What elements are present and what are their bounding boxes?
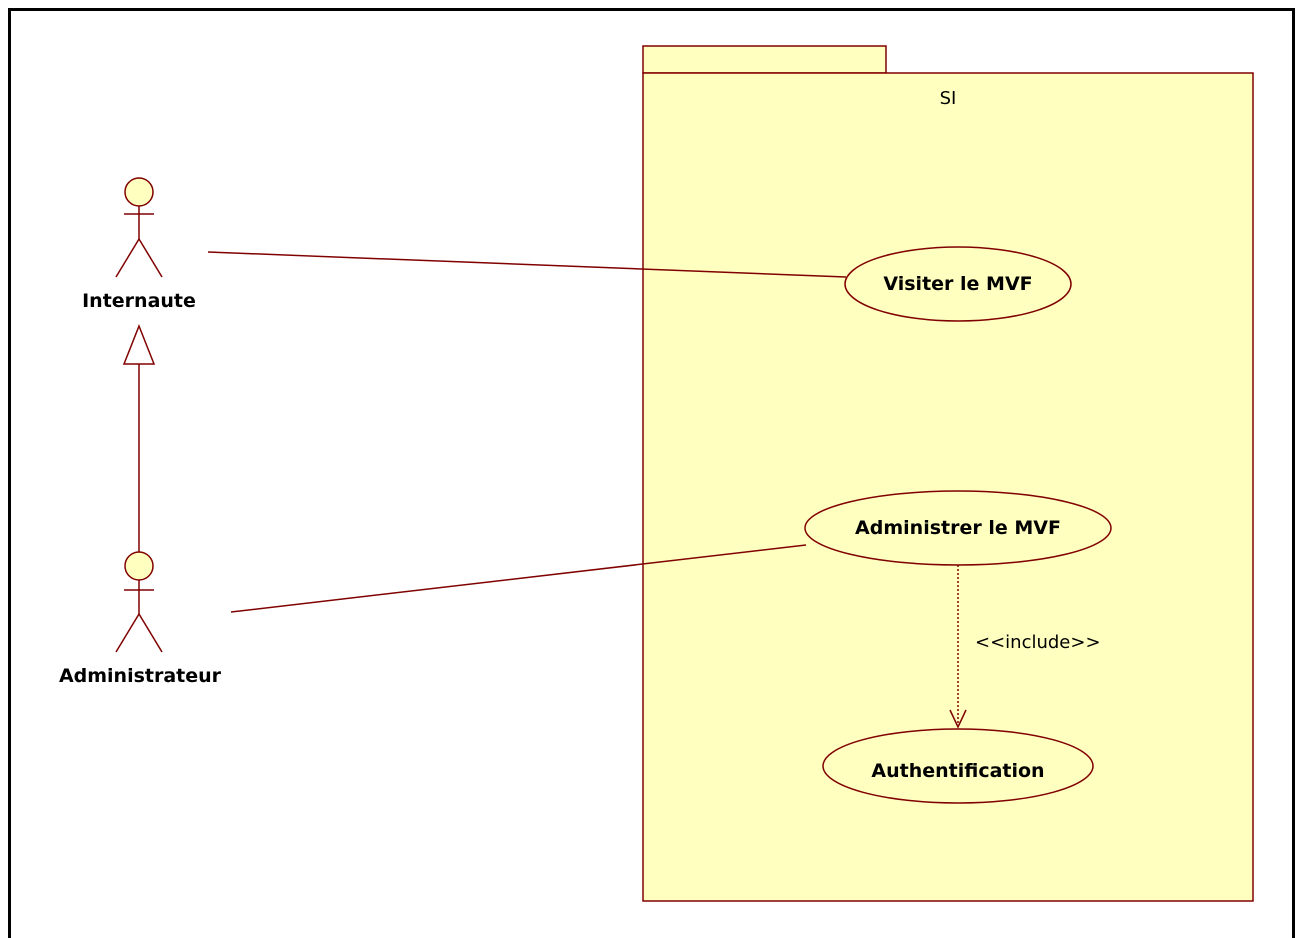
include-label: <<include>> [975, 632, 1101, 653]
actor-head [124, 551, 154, 581]
actor-right-leg [138, 238, 163, 278]
association-administrateur-administrer[interactable] [230, 544, 807, 613]
use-case-label: Administrer le MVF [855, 517, 1061, 539]
use-case-ellipse [822, 728, 1094, 804]
use-case-authentification[interactable]: Authentification [822, 728, 1094, 804]
include-arrowhead [949, 709, 967, 729]
actor-right-leg [138, 613, 163, 653]
package-tab [642, 45, 887, 74]
include-administrer-auth[interactable]: <<include>> [949, 565, 1101, 729]
actor-label-administrateur: Administrateur [59, 665, 222, 687]
use-case-ellipse [844, 246, 1072, 322]
association-internaute-visiter[interactable] [207, 251, 847, 278]
use-case-label: Visiter le MVF [883, 273, 1032, 295]
use-case-visiter[interactable]: Visiter le MVF [844, 246, 1072, 322]
generalization-arrowhead [122, 323, 156, 365]
actor-label-internaute: Internaute [82, 290, 196, 312]
diagram-frame [8, 8, 1295, 938]
actor-internaute[interactable]: Internaute [82, 177, 196, 312]
use-case-ellipse [804, 490, 1112, 566]
use-case-label: Authentification [871, 760, 1044, 782]
actor-administrateur[interactable]: Administrateur [59, 551, 222, 687]
use-case-administrer[interactable]: Administrer le MVF [804, 490, 1112, 566]
actor-head [124, 177, 154, 207]
package-name: SI [940, 88, 957, 109]
actor-left-leg [115, 238, 140, 278]
actor-left-leg [115, 613, 140, 653]
generalization-administrateur-internaute[interactable] [122, 323, 156, 552]
